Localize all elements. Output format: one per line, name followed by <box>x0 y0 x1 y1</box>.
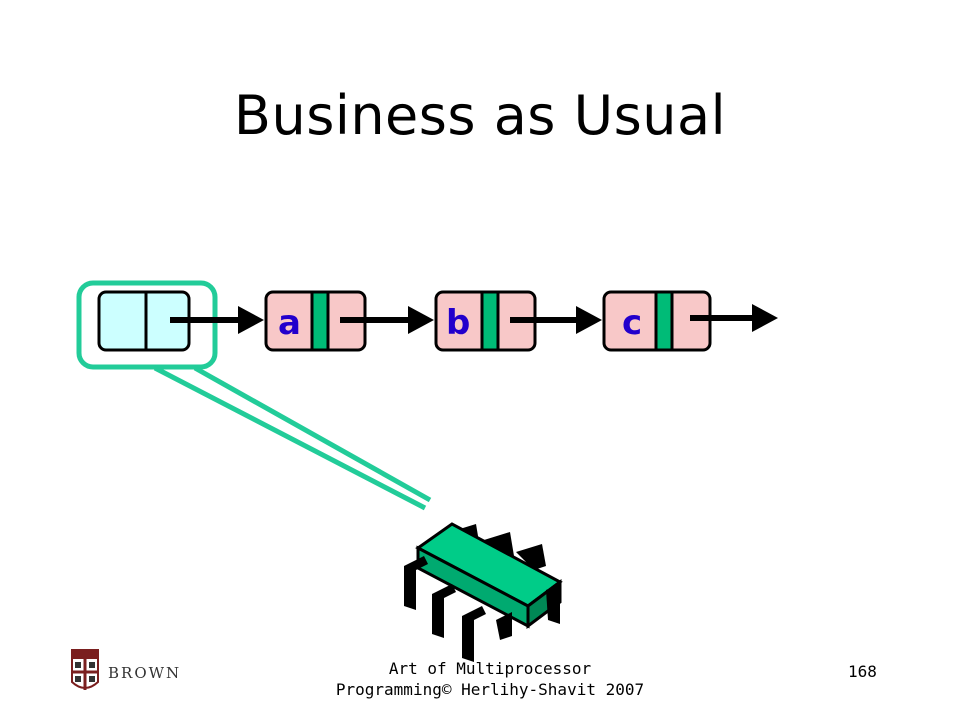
head-highlight-frame <box>76 280 218 370</box>
footer-caption: Art of Multiprocessor Programming© Herli… <box>335 659 645 699</box>
arrow-c-to-next <box>690 304 778 332</box>
brown-shield-icon <box>71 649 99 690</box>
list-node-c: c <box>602 290 712 352</box>
page-number: 168 <box>848 662 877 681</box>
brand-wordmark: BROWN <box>108 664 182 682</box>
pointer-line-left <box>153 365 427 511</box>
lock-bar-c <box>654 290 674 352</box>
pointer-line-right <box>193 365 432 503</box>
node-key-a: a <box>278 303 301 343</box>
list-node-b: b <box>434 290 537 352</box>
lock-bar-b <box>480 290 500 352</box>
lock-bar-a <box>310 290 330 352</box>
node-key-c: c <box>622 303 642 343</box>
arrow-b-to-c <box>510 306 602 334</box>
slide-title: Business as Usual <box>233 84 727 147</box>
cpu-chip-icon <box>404 522 563 662</box>
node-key-b: b <box>446 303 470 343</box>
arrow-head-to-a <box>170 306 264 334</box>
arrow-a-to-b <box>340 306 434 334</box>
